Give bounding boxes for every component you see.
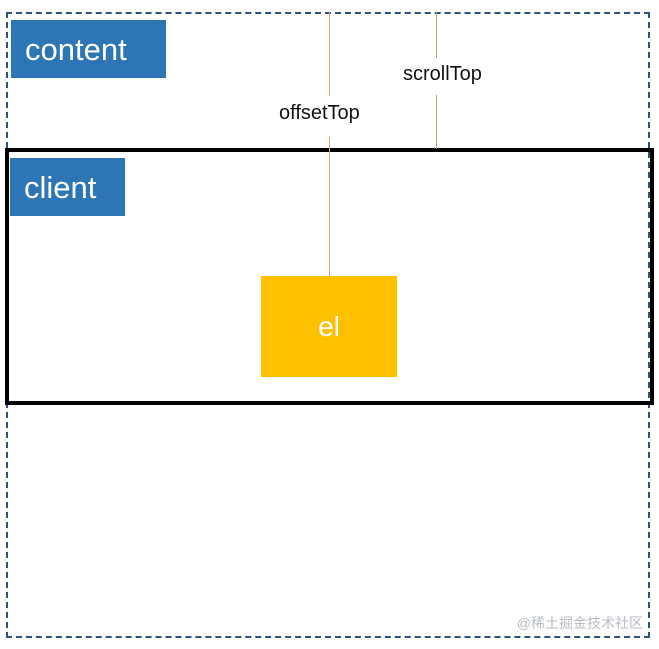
element-box: el bbox=[261, 276, 397, 377]
scroll-top-label: scrollTop bbox=[403, 63, 482, 86]
scroll-top-line-lower bbox=[436, 95, 437, 149]
content-label: content bbox=[11, 20, 166, 78]
offset-top-line-lower bbox=[329, 137, 330, 276]
offset-top-line-upper bbox=[329, 12, 330, 96]
watermark: @稀土掘金技术社区 bbox=[516, 615, 643, 631]
client-label: client bbox=[10, 158, 125, 216]
scroll-top-line-upper bbox=[436, 12, 437, 58]
offset-top-label: offsetTop bbox=[279, 102, 360, 125]
